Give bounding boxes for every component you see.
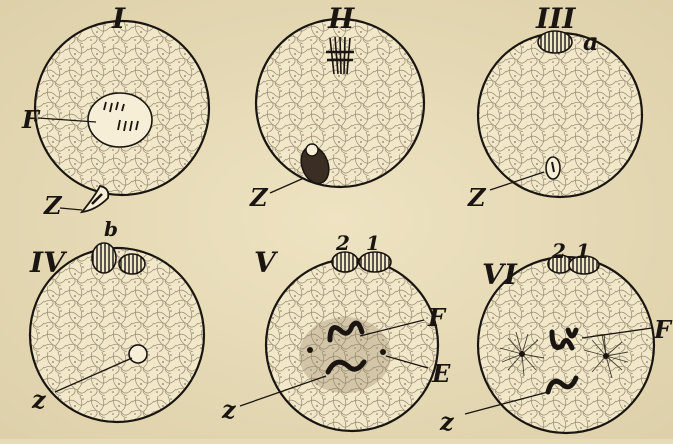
label-Z: Z: [249, 183, 269, 212]
label-1: 1: [366, 231, 380, 255]
panel-numeral: I: [111, 2, 126, 35]
label-Z: Z: [467, 183, 487, 212]
label-E: E: [431, 359, 451, 388]
label-z: z: [31, 385, 47, 414]
label-F: F: [653, 315, 673, 344]
sperm-pronucleus: [129, 345, 147, 363]
label-F: F: [427, 303, 447, 332]
centrosome: [380, 349, 386, 355]
label-F: F: [21, 105, 41, 134]
panel-numeral: VI: [482, 258, 518, 291]
polar-body-1: [359, 252, 391, 272]
label-z: z: [439, 407, 455, 436]
centrosome: [307, 347, 313, 353]
polar-body-1: [92, 243, 116, 273]
label-b: b: [104, 217, 118, 241]
panel-numeral: III: [535, 2, 576, 35]
label-2: 2: [335, 231, 350, 255]
label-Z: Z: [43, 191, 63, 220]
panel-numeral: IV: [29, 246, 68, 279]
label-z: z: [221, 395, 237, 424]
label-2: 2: [551, 239, 566, 263]
aster-region: [299, 317, 391, 393]
panel-numeral: V: [254, 246, 279, 279]
polar-body-2: [119, 254, 145, 274]
panel-numeral: II: [327, 2, 355, 35]
label-1: 1: [576, 239, 590, 263]
polar-body-2: [332, 252, 358, 272]
label-a: a: [583, 27, 599, 56]
